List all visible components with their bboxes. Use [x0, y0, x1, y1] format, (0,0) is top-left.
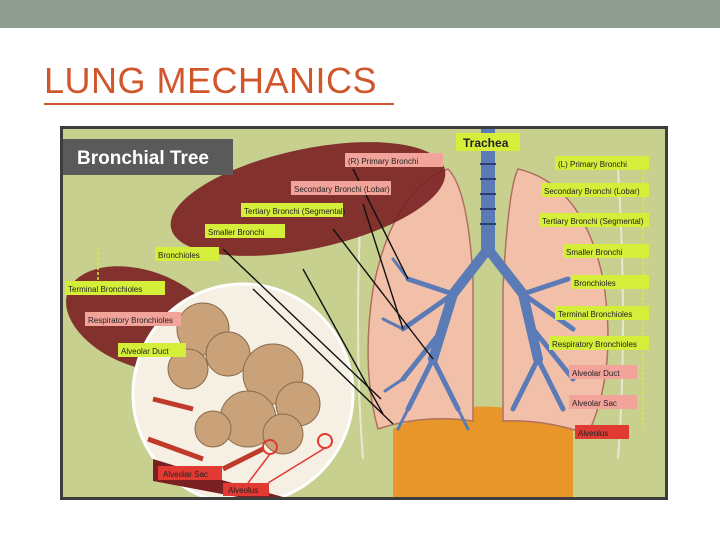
heading-box	[63, 139, 233, 175]
alveolar-sac-clusters	[167, 302, 321, 455]
label-terminal-bronchioles-left: Terminal Bronchioles	[68, 285, 142, 294]
label-respiratory-bronchioles-right: Respiratory Bronchioles	[552, 340, 637, 349]
label-bronchioles-left: Bronchioles	[158, 251, 200, 260]
label-alveolar-sac-bottom: Alveolar Sac	[163, 470, 208, 479]
title-underline	[44, 103, 394, 105]
right-lung	[367, 168, 474, 430]
diaphragm	[393, 406, 573, 497]
label-smaller-bronchi-left: Smaller Bronchi	[208, 228, 265, 237]
airway-tree	[381, 129, 576, 431]
trachea-label-box	[456, 133, 520, 151]
label-secondary-bronchi-right: Secondary Bronchi (Lobar)	[544, 187, 640, 196]
right-label-group: (L) Primary Bronchi Secondary Bronchi (L…	[539, 156, 649, 439]
label-terminal-bronchioles-right: Terminal Bronchioles	[558, 310, 632, 319]
label-alveolar-duct-left: Alveolar Duct	[121, 347, 169, 356]
label-alveolus-bottom: Alveolus	[228, 486, 258, 495]
label-respiratory-bronchioles-left: Respiratory Bronchioles	[88, 316, 173, 325]
top-accent-bar	[0, 0, 720, 28]
bronchial-tree-figure: Bronchial Tree Trachea (R) Primary Bronc…	[60, 126, 668, 500]
label-alveolus-right: Alveolus	[578, 429, 608, 438]
left-label-group: (R) Primary Bronchi Secondary Bronchi (L…	[65, 153, 443, 357]
label-l-primary-bronchi: (L) Primary Bronchi	[558, 160, 627, 169]
label-tertiary-bronchi-left: Tertiary Bronchi (Segmental)	[244, 207, 346, 216]
label-r-primary-bronchi: (R) Primary Bronchi	[348, 157, 418, 166]
page-title: LUNG MECHANICS	[44, 60, 378, 101]
label-tertiary-bronchi-right: Tertiary Bronchi (Segmental)	[542, 217, 644, 226]
label-bronchioles-right: Bronchioles	[574, 279, 616, 288]
bottom-label-group: Alveolar Sac Alveolus	[153, 433, 333, 497]
blood-vessels	[147, 396, 265, 472]
trachea-label: Trachea	[463, 136, 509, 150]
label-secondary-bronchi-left: Secondary Bronchi (Lobar)	[294, 185, 390, 194]
label-smaller-bronchi-right: Smaller Bronchi	[566, 248, 623, 257]
lung-diagram: Bronchial Tree Trachea (R) Primary Bronc…	[63, 129, 649, 497]
label-alveolar-sac-right: Alveolar Sac	[572, 399, 617, 408]
label-alveolar-duct-right: Alveolar Duct	[572, 369, 620, 378]
diagram-heading: Bronchial Tree	[77, 148, 209, 169]
